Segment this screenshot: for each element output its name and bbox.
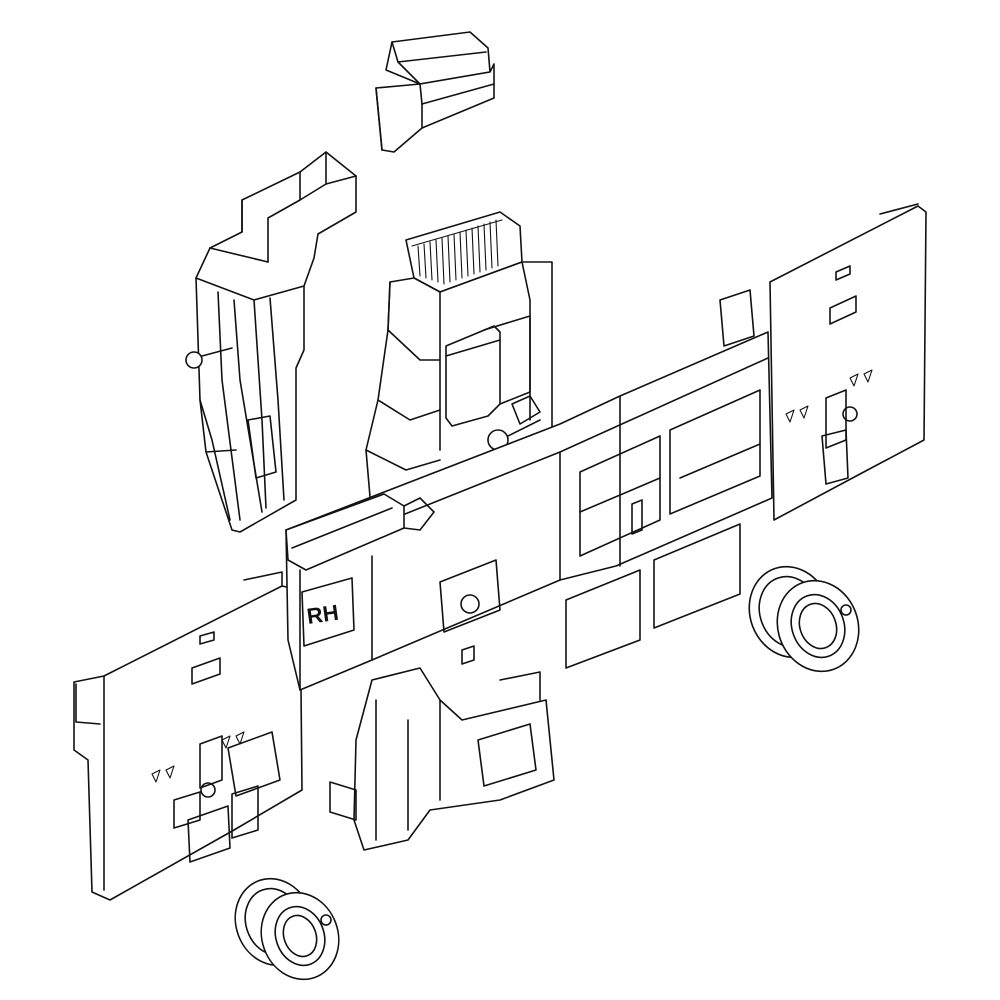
side-label: RH (305, 600, 340, 629)
clip-bracket-part (185, 151, 357, 533)
adjuster-body-part (329, 211, 555, 851)
wheel-right-part (748, 565, 860, 673)
wheel-left-part (234, 877, 340, 981)
rail-plate-part (73, 203, 927, 901)
cap-part (375, 31, 495, 153)
